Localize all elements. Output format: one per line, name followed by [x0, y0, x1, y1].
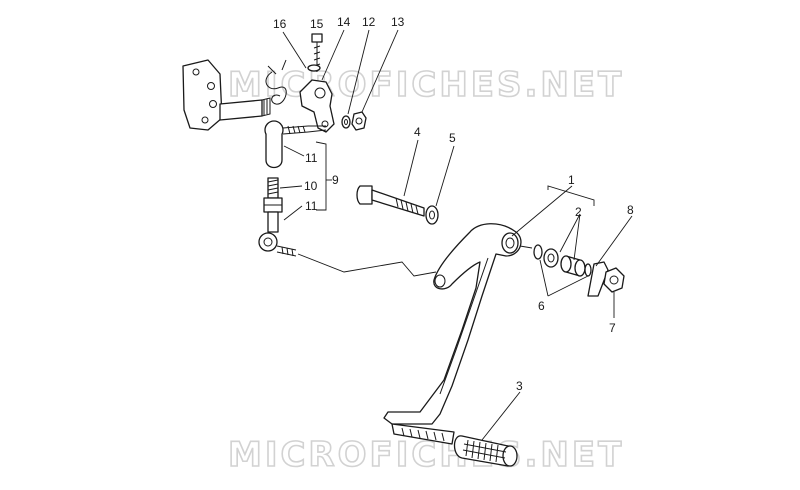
washer-part-6b [584, 263, 592, 277]
link-line [297, 253, 437, 277]
callout-7: 7 [609, 321, 616, 335]
callout-6: 6 [538, 299, 545, 313]
callout-10: 10 [304, 179, 318, 193]
callout-11-upper: 11 [305, 151, 318, 165]
nut-part-13 [351, 111, 367, 131]
callout-5: 5 [449, 131, 456, 145]
callout-9: 9 [332, 173, 339, 187]
nut-part-7 [603, 267, 625, 293]
watermark-top: MICROFICHES.NET [228, 65, 624, 105]
bolt-part-15 [311, 33, 323, 72]
threaded-rod-part-10 [263, 177, 283, 233]
callout-12: 12 [362, 15, 376, 29]
watermark-bottom: MICROFICHES.NET [228, 435, 624, 475]
clip-plate-part-8 [587, 261, 609, 297]
callout-11-lower: 11 [305, 199, 318, 213]
callout-8: 8 [627, 203, 634, 217]
callout-4: 4 [414, 125, 421, 139]
callout-3: 3 [516, 379, 523, 393]
washer-part-5 [425, 205, 439, 225]
callout-15: 15 [310, 17, 324, 31]
ball-joint-lower-part-11 [258, 232, 297, 257]
bracket-part-9 [315, 141, 327, 211]
callout-14: 14 [337, 15, 351, 29]
callout-13: 13 [391, 15, 405, 29]
bushing-part-2a [543, 248, 559, 268]
callout-2: 2 [575, 205, 582, 219]
gear-lever-part-14 [299, 79, 335, 133]
leader-lines [279, 29, 633, 441]
washer-part-16 [307, 64, 321, 72]
callout-16: 16 [273, 17, 287, 31]
callout-1: 1 [568, 173, 575, 187]
washer-part-12 [341, 115, 351, 129]
washer-part-6a [533, 244, 543, 260]
gear-selector-shaft-assembly [182, 59, 287, 131]
pivot-axis-line [519, 245, 533, 249]
bracket-part-1 [547, 185, 595, 206]
bushing-part-2b [560, 255, 586, 277]
rubber-grip-part-3 [453, 435, 518, 467]
gear-pedal-lever-part-1 [383, 223, 522, 445]
pivot-bolt-part-4 [356, 185, 425, 217]
ball-joint-upper-part-11 [264, 120, 327, 169]
